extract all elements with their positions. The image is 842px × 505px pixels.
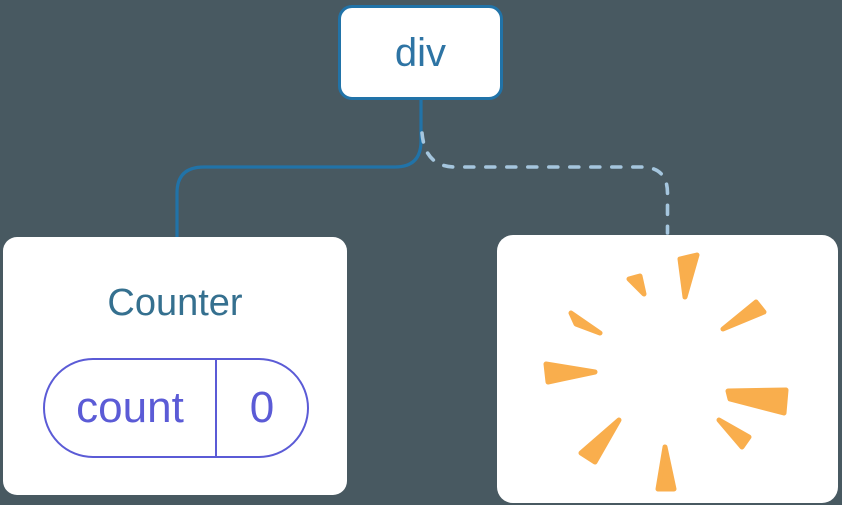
poof-burst-icon [543,252,789,492]
state-pill-value-cell: 0 [217,360,307,456]
counter-component-node: Counter count 0 [3,237,347,495]
state-value-label: 0 [249,383,275,432]
state-pill: count 0 [43,358,309,458]
connector-dashed-line [420,131,670,235]
connector-solid-line [175,100,423,237]
destroyed-state-node [497,235,838,503]
root-node-div: div [338,5,503,100]
counter-node-title: Counter [107,282,243,324]
root-node-label: div [394,30,447,75]
state-pill-key-cell: count [45,360,217,456]
state-key-label: count [76,383,184,432]
